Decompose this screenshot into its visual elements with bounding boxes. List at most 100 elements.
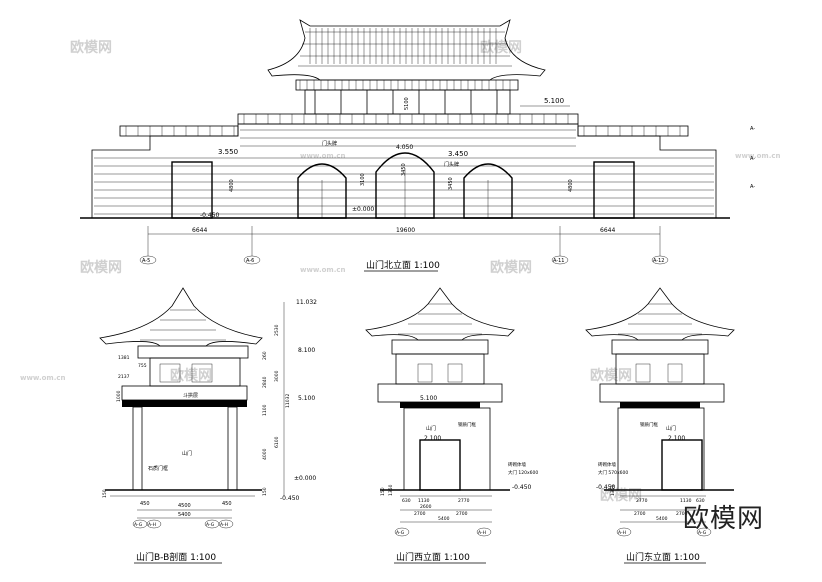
svg-text:A-11: A-11 — [553, 258, 564, 264]
section-slab — [122, 400, 247, 407]
bracket-band — [295, 79, 519, 91]
vdim: 3450 — [401, 163, 407, 176]
west-elevation: 5.100 2.100 -0.450 山门 钢质门框 砖砌体墙 大门 120x6… — [365, 287, 538, 564]
section-dim: 450 — [222, 501, 232, 507]
west-dim: 2700 — [414, 511, 426, 517]
west-roof-lines — [398, 303, 482, 335]
svg-text:150: 150 — [262, 487, 268, 496]
west-label: 大门 120x600 — [508, 469, 538, 476]
svg-text:A-H: A-H — [478, 530, 486, 536]
watermark-brand: 欧模网 — [600, 487, 642, 504]
section-window — [191, 363, 213, 383]
section-bracket — [137, 345, 249, 359]
watermark-brand: 欧模网 — [590, 367, 632, 384]
vdim: 5100 — [404, 97, 410, 110]
east-label: 砖砌体墙 — [598, 461, 616, 468]
section-bb: 斗拱层 山门 石质门框 11.032 8.100 5.100 ±0.000 -0… — [99, 287, 317, 564]
west-window — [447, 363, 463, 383]
west-dim: 2600 — [420, 504, 432, 510]
west-dim: 2700 — [456, 511, 468, 517]
elev-left: 3.550 — [218, 148, 238, 156]
bracket-ticks — [299, 80, 511, 90]
svg-text:A-12: A-12 — [653, 258, 664, 264]
west-slab — [400, 402, 480, 408]
roof-tile-lines — [298, 31, 512, 67]
axis-bubble: A-G — [204, 519, 220, 529]
axis-bubble: A-G — [132, 519, 148, 529]
left-arch-door — [297, 163, 347, 219]
west-elev: 2.100 — [424, 435, 441, 442]
axis-bubble: A-G — [696, 527, 712, 537]
watermark-brand: 欧模网 — [170, 367, 212, 384]
section-elev: 11.032 — [296, 299, 317, 306]
watermark-brand: 欧模网 — [70, 39, 112, 56]
watermark-layer: 欧模网 欧模网 www.om.cn www.om.cn 欧模网 欧模网 www.… — [20, 39, 781, 504]
elev-right: 3.450 — [448, 150, 468, 158]
east-roof-lines — [618, 303, 702, 335]
side-mark: A- — [750, 184, 755, 190]
east-roof — [585, 287, 735, 341]
west-label: 钢质门框 — [458, 421, 476, 428]
section-label: 斗拱层 — [183, 392, 198, 399]
axis-bubble: A-H — [616, 527, 632, 537]
svg-text:2530: 2530 — [274, 324, 280, 336]
east-elev: -0.450 — [596, 484, 616, 491]
section-window — [159, 363, 181, 383]
drawing-title: 山门西立面 1:100 — [396, 551, 470, 563]
east-dim: 1130 — [680, 498, 692, 504]
east-elev: 2.100 — [668, 435, 685, 442]
side-mark: A- — [750, 126, 755, 132]
roof-ribs — [309, 28, 497, 64]
drawing-title: 山门东立面 1:100 — [626, 551, 700, 563]
west-window — [417, 363, 433, 383]
elev-ground: ±0.000 — [352, 206, 374, 213]
door-leaf-joints — [321, 168, 489, 218]
svg-text:A-G: A-G — [396, 530, 405, 536]
west-label: 砖砌体墙 — [508, 461, 526, 468]
axis-bubble: A-6 — [243, 255, 261, 265]
axis-bubble: A-11 — [551, 255, 569, 265]
east-vdim: 1350 — [610, 484, 616, 496]
axis-bubble: A-5 — [139, 255, 157, 265]
svg-text:11032: 11032 — [285, 394, 291, 408]
east-dim: 630 — [696, 498, 705, 504]
watermark-site: www.om.cn — [735, 152, 781, 160]
svg-text:A-6: A-6 — [246, 258, 254, 264]
east-window — [635, 363, 651, 383]
section-side-dim: 1000 — [116, 390, 122, 402]
drawing-title: 山门北立面 1:100 — [366, 259, 440, 271]
axis-bubble: A-G — [394, 527, 410, 537]
upper-balustrade-posts — [243, 114, 569, 124]
sign-left: 门头牌 — [322, 140, 337, 147]
west-vdim: 150 — [380, 487, 386, 496]
east-dim: 2770 — [636, 498, 648, 504]
svg-text:A-H: A-H — [148, 522, 156, 528]
east-label: 钢质门框 — [640, 421, 658, 428]
east-balustrade — [599, 383, 725, 403]
west-elev: 5.100 — [420, 395, 437, 402]
west-dim: 5400 — [438, 516, 450, 522]
vdim: 4800 — [229, 179, 235, 192]
svg-text:2840: 2840 — [262, 376, 268, 388]
section-elev: -0.450 — [280, 495, 300, 502]
west-elev: -0.450 — [512, 484, 532, 491]
center-arch-door — [375, 152, 435, 219]
east-label: 山门 — [666, 425, 676, 432]
main-roof — [267, 19, 546, 81]
section-vdims: 2530 260 2840 3000 1100 11032 6100 4000 … — [102, 324, 291, 498]
section-label: 山门 — [182, 450, 192, 457]
svg-text:260: 260 — [262, 351, 268, 360]
brand-logo: 欧模网 — [683, 504, 765, 534]
west-dim: 1130 — [418, 498, 430, 504]
east-label: 大门 570x600 — [598, 469, 628, 476]
watermark-brand: 欧模网 — [480, 39, 522, 56]
vdim: 3100 — [360, 173, 366, 186]
section-dim: 450 — [140, 501, 150, 507]
axis-bubble: A-H — [146, 519, 162, 529]
watermark-brand: 欧模网 — [80, 259, 122, 276]
east-dim: 2700 — [676, 511, 688, 517]
east-dim: 2700 — [634, 511, 646, 517]
section-left-pier — [132, 406, 143, 491]
west-dim: 2770 — [458, 498, 470, 504]
svg-text:3000: 3000 — [274, 370, 280, 382]
